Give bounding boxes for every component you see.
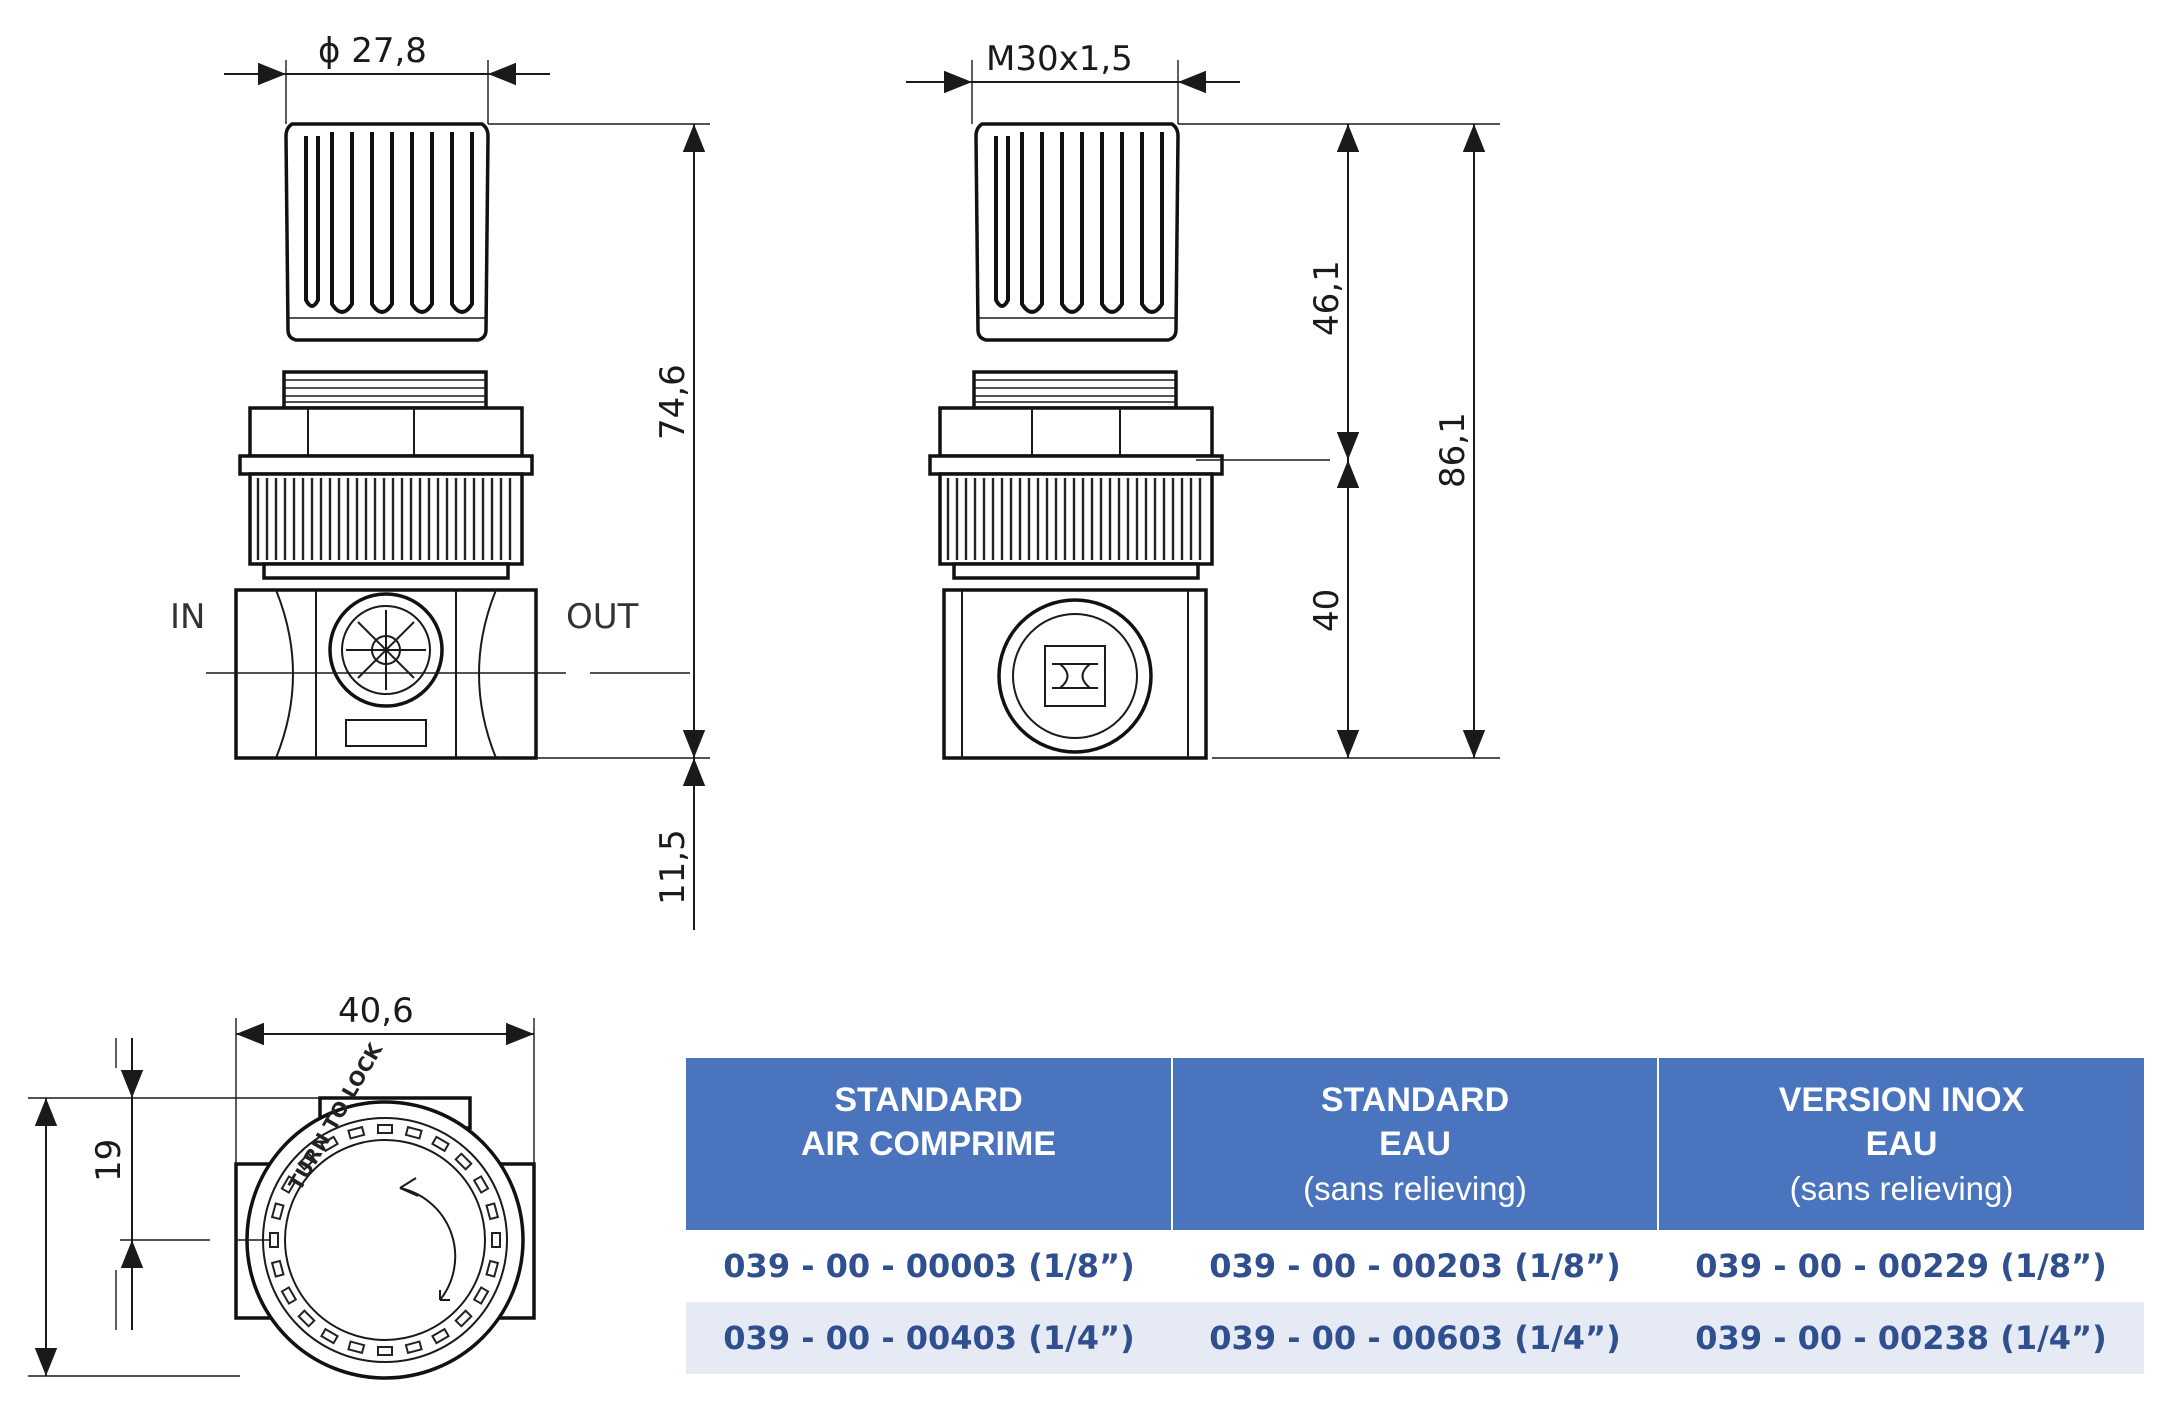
header-sub: (sans relieving) <box>1303 1170 1527 1207</box>
part-reference-table: STANDARD AIR COMPRIME STANDARD EAU (sans… <box>686 1058 2144 1374</box>
top-dimensions: 40,6 19 <box>28 991 535 1377</box>
header-line2: EAU <box>1865 1125 1938 1163</box>
side-view <box>928 122 1330 760</box>
part-code-cell: 039 - 00 - 00238 (1/4”) <box>1658 1302 2144 1374</box>
part-code-cell: 039 - 00 - 00229 (1/8”) <box>1658 1230 2144 1302</box>
header-line2: AIR COMPRIME <box>801 1125 1056 1163</box>
ring-tooth <box>454 1152 473 1171</box>
dim-bottom-offset: 11,5 <box>653 829 693 905</box>
ring-tooth <box>472 1286 490 1305</box>
header-inox-water: VERSION INOX EAU (sans relieving) <box>1657 1058 2144 1230</box>
ring-tooth <box>491 1232 501 1248</box>
ring-tooth <box>431 1327 450 1345</box>
dim-upper-height: 46,1 <box>1307 260 1347 336</box>
ring-tooth <box>377 1124 393 1134</box>
header-standard-water: STANDARD EAU (sans relieving) <box>1171 1058 1658 1230</box>
part-code-cell: 039 - 00 - 00203 (1/8”) <box>1172 1230 1658 1302</box>
header-line1: STANDARD <box>1320 1081 1510 1119</box>
table-row: 039 - 00 - 00403 (1/4”) 039 - 00 - 00603… <box>686 1302 2144 1374</box>
dim-thread: M30x1,5 <box>986 39 1133 79</box>
ring-tooth <box>347 1340 366 1355</box>
header-line1: STANDARD <box>834 1081 1023 1119</box>
ring-tooth <box>431 1135 450 1153</box>
header-line2: EAU <box>1379 1125 1451 1163</box>
ring-tooth <box>297 1152 316 1171</box>
part-code-cell: 039 - 00 - 00003 (1/8”) <box>686 1230 1172 1302</box>
ring-tooth <box>472 1175 490 1194</box>
dim-height-left: 74,6 <box>653 364 693 440</box>
ring-tooth <box>347 1125 366 1140</box>
front-view <box>206 122 690 760</box>
lock-ring-teeth <box>269 1124 501 1356</box>
ring-tooth <box>270 1202 285 1221</box>
ring-ribs <box>256 478 512 560</box>
dim-total-height: 86,1 <box>1433 412 1473 488</box>
dim-top-diameter: ϕ 27,8 <box>318 31 427 71</box>
ring-tooth <box>280 1286 298 1305</box>
ring-tooth <box>280 1175 298 1194</box>
ring-tooth <box>485 1202 500 1221</box>
knob-ribs <box>304 132 474 314</box>
ring-tooth <box>485 1259 500 1278</box>
ring-tooth <box>297 1309 316 1328</box>
part-code-cell: 039 - 00 - 00403 (1/4”) <box>686 1302 1172 1374</box>
ring-tooth <box>404 1340 423 1355</box>
ring-tooth <box>320 1135 339 1153</box>
part-code-cell: 039 - 00 - 00603 (1/4”) <box>1172 1302 1658 1374</box>
top-view: TURN TO LOCK <box>120 1038 536 1380</box>
dim-offset-19: 19 <box>89 1139 129 1182</box>
header-line1: VERSION INOX <box>1778 1081 2025 1119</box>
ring-tooth <box>320 1327 339 1345</box>
ring-tooth <box>270 1259 285 1278</box>
table-row: 039 - 00 - 00003 (1/8”) 039 - 00 - 00203… <box>686 1230 2144 1302</box>
port-label-in: IN <box>170 597 205 637</box>
header-standard-air: STANDARD AIR COMPRIME <box>686 1058 1172 1230</box>
dim-lower-height: 40 <box>1307 589 1347 632</box>
ring-tooth <box>404 1125 423 1140</box>
dim-width-bottom: 40,6 <box>338 991 414 1031</box>
ring-tooth <box>454 1309 473 1328</box>
side-dimensions: M30x1,5 46,1 40 86,1 <box>906 39 1500 759</box>
header-sub: (sans relieving) <box>1789 1170 2014 1207</box>
side-ring-ribs <box>946 478 1202 560</box>
port-label-out: OUT <box>566 597 639 637</box>
table-header-row: STANDARD AIR COMPRIME STANDARD EAU (sans… <box>686 1058 2144 1230</box>
front-dimensions: ϕ 27,8 74,6 11,5 IN OUT <box>170 31 710 930</box>
side-knob-ribs <box>994 132 1164 314</box>
ring-tooth <box>377 1346 393 1356</box>
